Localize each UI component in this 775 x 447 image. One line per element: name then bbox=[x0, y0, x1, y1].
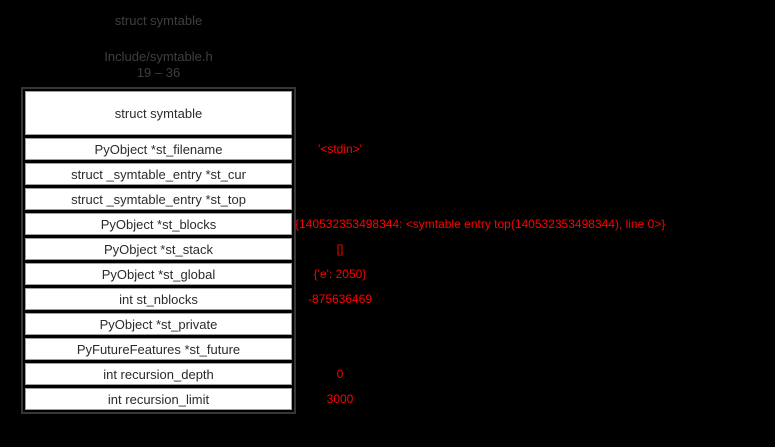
field-row-st-future: PyFutureFeatures *st_future bbox=[25, 338, 292, 360]
source-file-path: Include/symtable.h bbox=[104, 49, 213, 64]
field-label: PyObject *st_blocks bbox=[100, 216, 217, 232]
struct-table: struct symtable PyObject *st_filename '<… bbox=[21, 87, 665, 414]
field-label: PyObject *st_stack bbox=[103, 241, 214, 257]
field-label: PyFutureFeatures *st_future bbox=[76, 341, 241, 357]
field-value: -875636469 bbox=[307, 292, 373, 306]
field-value: '<stdin>' bbox=[318, 142, 362, 156]
field-row-st-nblocks: int st_nblocks -875636469 bbox=[25, 288, 372, 310]
field-label: PyObject *st_filename bbox=[94, 141, 223, 157]
field-row-recursion-limit: int recursion_limit 3000 bbox=[25, 388, 353, 410]
field-row-st-top: struct _symtable_entry *st_top bbox=[25, 188, 292, 210]
field-row-st-cur: struct _symtable_entry *st_cur bbox=[25, 163, 292, 185]
source-line-range: 19 – 36 bbox=[136, 65, 181, 80]
struct-name-cell: struct symtable bbox=[25, 91, 292, 135]
field-value: 3000 bbox=[326, 392, 354, 406]
field-value: {140532353498344: <symtable entry top(14… bbox=[295, 217, 666, 231]
field-label: int recursion_limit bbox=[107, 391, 210, 407]
field-label: struct _symtable_entry *st_cur bbox=[71, 166, 246, 182]
field-label: PyObject *st_global bbox=[101, 266, 216, 282]
field-value: {'e': 2050} bbox=[313, 267, 367, 281]
field-value: 0 bbox=[336, 367, 344, 381]
field-label: struct _symtable_entry *st_top bbox=[71, 191, 246, 207]
struct-title: struct symtable bbox=[114, 13, 203, 28]
field-row-st-blocks: PyObject *st_blocks {140532353498344: <s… bbox=[25, 213, 665, 235]
field-row-st-private: PyObject *st_private bbox=[25, 313, 292, 335]
struct-name-label: struct symtable bbox=[114, 105, 203, 121]
field-label: int recursion_depth bbox=[103, 366, 214, 382]
field-value: [] bbox=[336, 242, 344, 256]
field-row-st-filename: PyObject *st_filename '<stdin>' bbox=[25, 138, 362, 160]
field-row-st-global: PyObject *st_global {'e': 2050} bbox=[25, 263, 366, 285]
struct-header: struct symtable Include/symtable.h 19 – … bbox=[21, 0, 296, 87]
field-row-st-stack: PyObject *st_stack [] bbox=[25, 238, 343, 260]
field-row-recursion-depth: int recursion_depth 0 bbox=[25, 363, 343, 385]
field-label: PyObject *st_private bbox=[99, 316, 218, 332]
field-label: int st_nblocks bbox=[119, 291, 198, 307]
